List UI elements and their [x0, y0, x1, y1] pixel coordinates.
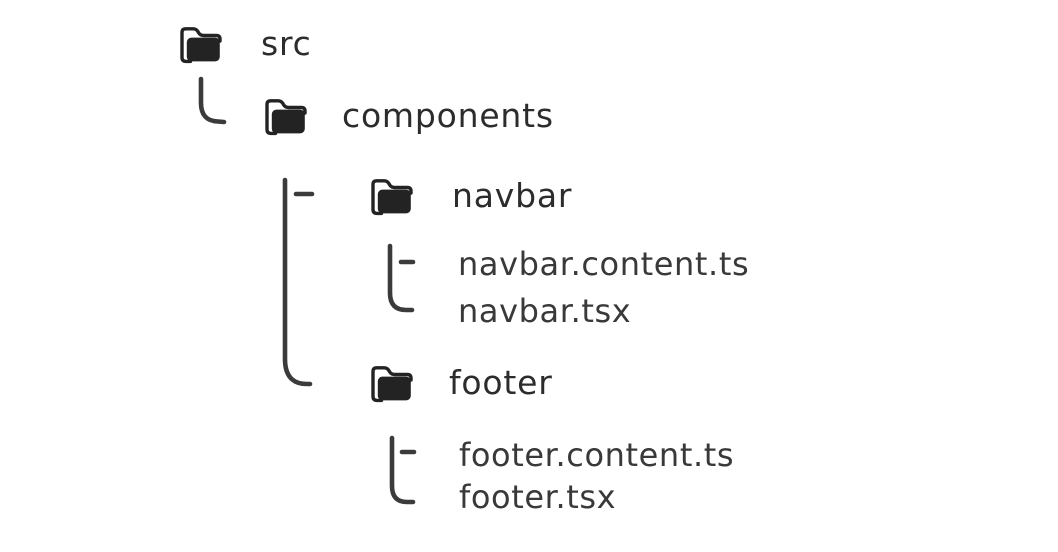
file-label-footer-tsx: footer.tsx: [459, 478, 617, 516]
tree-node-navbar: navbar: [368, 175, 572, 217]
folder-icon: [180, 27, 222, 64]
folder-label-navbar: navbar: [452, 176, 573, 215]
folder-icon: [265, 99, 307, 136]
folder-icon: [371, 366, 413, 403]
file-label-navbar-content-ts: navbar.content.ts: [458, 245, 750, 283]
folder-label-footer: footer: [449, 363, 553, 402]
folder-icon: [371, 179, 413, 216]
tree-node-src: src: [177, 23, 312, 65]
connector-src-to-components: [198, 76, 227, 125]
folder-label-components: components: [342, 96, 554, 135]
file-label-footer-content-ts: footer.content.ts: [459, 436, 735, 474]
folder-label-src: src: [261, 24, 312, 63]
tree-node-components: components: [262, 95, 554, 137]
tree-node-footer: footer: [368, 362, 553, 404]
connector-components-trunk: [282, 177, 313, 387]
file-label-navbar-tsx: navbar.tsx: [458, 292, 632, 330]
connector-footer-trunk: [389, 435, 416, 505]
connector-navbar-trunk: [387, 243, 415, 313]
